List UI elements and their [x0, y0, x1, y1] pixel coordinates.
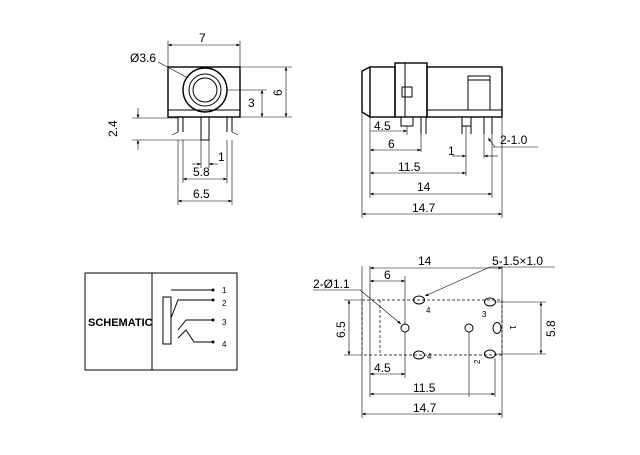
front-pin-span-b-label: 6.5 — [193, 187, 210, 201]
side-dim-d-label: 14 — [417, 180, 431, 194]
footprint-outline — [361, 299, 503, 356]
footprint-hole-label: 2-Ø1.1 — [313, 277, 350, 291]
footprint-pin-3: 3 — [482, 310, 487, 319]
footprint-dimension-lines — [313, 266, 555, 416]
footprint-dim-5-8-label: 5.8 — [544, 320, 558, 337]
schematic-frame — [84, 272, 238, 371]
side-pin-size-label: 2-1.0 — [500, 133, 528, 147]
schematic-label: SCHEMATIC — [88, 317, 153, 329]
footprint-top-dim-label: 14 — [418, 254, 432, 268]
schematic: SCHEMATIC 1 2 3 4 — [84, 272, 238, 371]
side-dim-e-label: 14.7 — [412, 201, 436, 215]
footprint-dim-6-5-label: 6.5 — [334, 321, 348, 338]
front-center-height-label: 3 — [248, 96, 255, 110]
front-view: 7 Ø3.6 3 6 2.4 1 5.8 6.5 — [106, 31, 292, 205]
side-dim-a-label: 4.5 — [374, 119, 391, 133]
front-pins — [171, 117, 239, 141]
pcb-footprint: 14 5-1.5×1.0 2-Ø1.1 6 6.5 5.8 4.5 11.5 1… — [313, 254, 558, 418]
front-pin-span-a-label: 5.8 — [193, 165, 210, 179]
front-extension-lines — [132, 41, 292, 205]
side-body-outline — [361, 62, 503, 118]
footprint-pin-4-top: 4 — [426, 306, 431, 315]
footprint-dim-11-5-label: 11.5 — [413, 381, 436, 395]
footprint-dim-4-5-label: 4.5 — [374, 361, 391, 375]
side-dim-b-label: 6 — [388, 137, 395, 151]
schematic-pin-1: 1 — [222, 286, 227, 295]
footprint-dim-14-7-label: 14.7 — [413, 401, 437, 415]
front-body-outline — [167, 66, 241, 118]
side-pins — [400, 117, 493, 134]
footprint-slot-label: 5-1.5×1.0 — [492, 254, 543, 268]
side-view: 4.5 6 11.5 14 14.7 1 2-1.0 — [361, 62, 538, 218]
side-extension-lines — [361, 112, 503, 218]
footprint-pin-4-bottom: 4 — [427, 352, 432, 361]
front-diameter-label: Ø3.6 — [130, 51, 156, 65]
footprint-pin-2: 2 — [473, 359, 482, 364]
footprint-holes — [400, 295, 502, 360]
schematic-pin-2: 2 — [222, 299, 227, 308]
side-dimension-lines — [362, 129, 538, 216]
side-pin-spacing-label: 1 — [448, 144, 455, 158]
front-height-label: 6 — [271, 89, 285, 96]
diameter-leader — [157, 61, 189, 79]
footprint-extension-lines — [344, 266, 546, 418]
schematic-pin-3: 3 — [222, 318, 227, 327]
jack-opening — [182, 67, 228, 113]
front-pin-offset-label: 1 — [218, 150, 225, 164]
front-dimension-lines — [136, 43, 288, 203]
footprint-pin-1: 1 — [508, 325, 517, 330]
front-pin-height-label: 2.4 — [106, 120, 120, 137]
schematic-symbol — [162, 288, 215, 345]
side-dim-c-label: 11.5 — [398, 160, 421, 174]
footprint-dim-6-label: 6 — [384, 268, 391, 282]
front-width-label: 7 — [199, 31, 206, 45]
schematic-pin-4: 4 — [222, 340, 227, 349]
